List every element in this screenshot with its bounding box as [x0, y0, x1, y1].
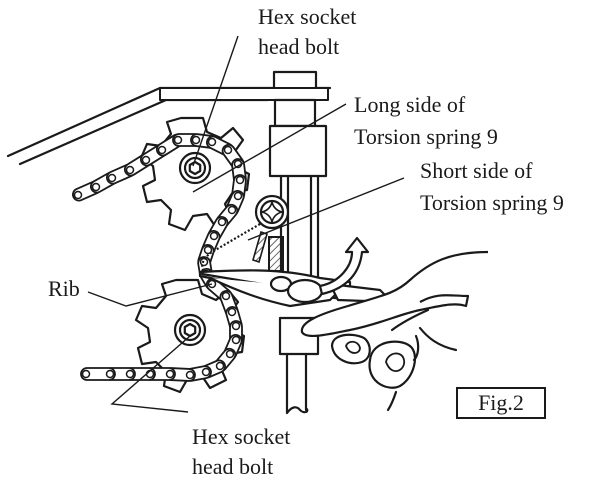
hand — [300, 250, 489, 412]
chain-pin — [191, 135, 201, 145]
chain-pin — [173, 135, 183, 145]
chain-pin — [185, 370, 195, 380]
chain-pin — [225, 349, 235, 359]
chain-pin — [203, 245, 213, 255]
roller-chain — [72, 133, 247, 382]
chain-pin — [207, 137, 217, 147]
chain-pin — [223, 145, 233, 155]
chain-pin — [201, 367, 211, 377]
chain-pin — [157, 145, 167, 155]
chain-pin — [165, 369, 175, 379]
chain-pin — [91, 182, 101, 192]
chain-pin — [217, 217, 227, 227]
leader-lines — [87, 35, 405, 413]
chain-pin — [233, 191, 243, 201]
chain-pin — [231, 335, 241, 345]
chain-pin — [141, 155, 151, 165]
chain-pin — [235, 175, 245, 185]
leader-rib — [87, 283, 213, 307]
rotation-arrow — [318, 236, 370, 296]
chain-pin — [209, 231, 219, 241]
label-rib: Rib — [48, 276, 80, 301]
label-hex-bolt-top-line1: Hex socket — [258, 4, 357, 29]
chain-pin — [227, 307, 237, 317]
chain-pin — [125, 165, 135, 175]
leader-hex-bolt-bottom — [110, 335, 191, 413]
label-hex-bolt-bottom-line1: Hex socket — [192, 424, 291, 449]
chain-pin — [107, 173, 117, 183]
label-long-side-line2: Torsion spring 9 — [354, 124, 498, 149]
label-hex-bolt-top-line2: head bolt — [258, 34, 340, 59]
chain-pin — [105, 369, 115, 379]
leader-short-side — [247, 177, 405, 241]
label-long-side-line1: Long side of — [354, 92, 466, 117]
chain-pin — [221, 291, 231, 301]
label-short-side-line2: Torsion spring 9 — [420, 190, 564, 215]
chain-pin — [125, 369, 135, 379]
leader-hex-bolt-top — [192, 35, 239, 167]
label-short-side-line1: Short side of — [420, 158, 533, 183]
figure-caption: Fig.2 — [456, 387, 546, 419]
chain-pin — [73, 190, 83, 200]
leader-long-side — [192, 103, 347, 193]
chain-pin — [215, 361, 225, 371]
chain-pin — [231, 321, 241, 331]
label-hex-bolt-bottom-line2: head bolt — [192, 454, 274, 479]
chain-pin — [81, 369, 91, 379]
tension-pulley — [254, 194, 290, 230]
chain-pin — [227, 205, 237, 215]
chain-link — [80, 367, 116, 381]
